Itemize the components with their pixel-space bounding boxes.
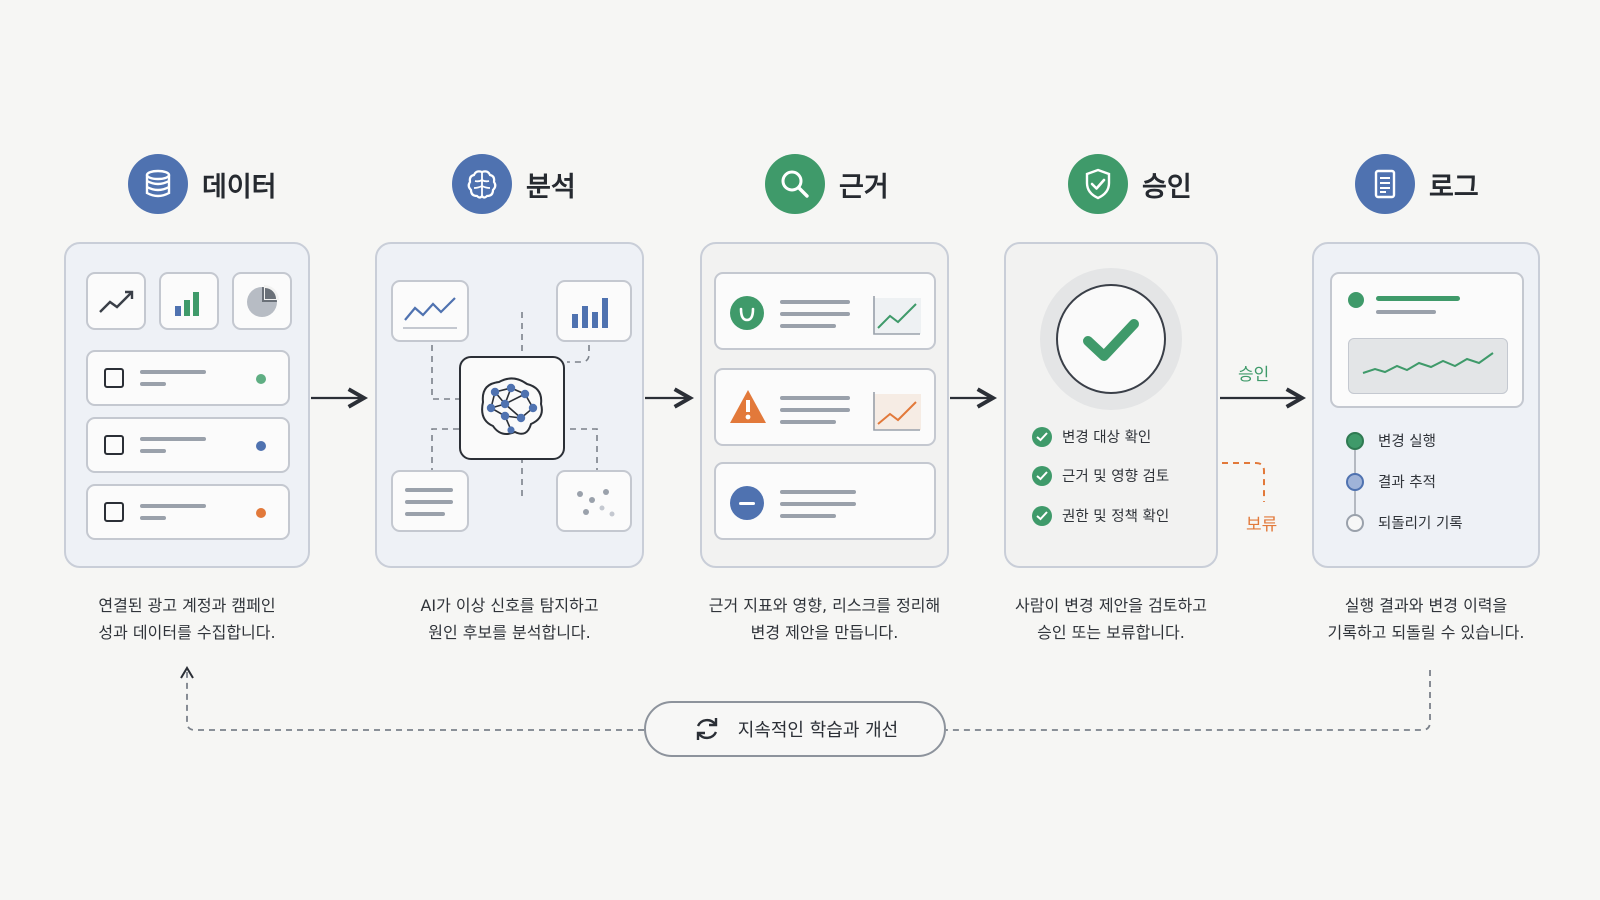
stage-header-log: 로그: [1355, 154, 1479, 214]
loop-arrowhead: [180, 666, 194, 679]
chart-tile-line: [86, 272, 146, 330]
analysis-tile-text: [391, 470, 469, 532]
panel-data: [64, 242, 310, 568]
timeline-label: 되돌리기 기록: [1378, 516, 1463, 532]
data-source-row: [86, 484, 290, 540]
search-icon: [765, 154, 825, 214]
checkbox-icon: [104, 502, 124, 522]
loop-back-connector-left: [186, 672, 644, 731]
panel-approval: 변경 대상 확인 근거 및 영향 검토 권한 및 정책 확인: [1004, 242, 1218, 568]
hold-label: 보류: [1246, 515, 1278, 535]
stage-title: 승인: [1142, 171, 1192, 203]
stage-title: 데이터: [202, 171, 277, 203]
ai-network-node: [459, 356, 565, 460]
timeline-item: 변경 실행: [1346, 430, 1436, 451]
minus-icon: [730, 486, 764, 520]
timeline-item: 결과 추적: [1346, 471, 1436, 492]
scatter-icon: [577, 489, 615, 517]
stage-header-analysis: 분석: [452, 154, 576, 214]
checkbox-icon: [104, 435, 124, 455]
checklist-label: 권한 및 정책 확인: [1062, 509, 1170, 525]
check-mark-icon: [1083, 319, 1139, 361]
checklist-label: 근거 및 영향 검토: [1062, 469, 1170, 485]
trend-icon: [99, 290, 134, 313]
chart-tile-pie: [232, 272, 292, 330]
database-icon: [128, 154, 188, 214]
checklist-item: 근거 및 영향 검토: [1032, 465, 1169, 486]
approval-badge: [1040, 268, 1182, 410]
check-circle-icon: [1032, 505, 1052, 526]
loop-label: 지속적인 학습과 개선: [737, 720, 899, 741]
warning-icon: [730, 390, 766, 423]
evidence-card-risk: [714, 368, 936, 446]
stage-header-data: 데이터: [128, 154, 277, 214]
stage-title: 근거: [839, 171, 889, 203]
log-summary-card: [1330, 272, 1524, 408]
status-dot: [1348, 292, 1364, 308]
timeline-dot: [1346, 431, 1364, 450]
status-dot: [256, 374, 266, 384]
data-source-row: [86, 350, 290, 406]
evidence-card-positive: [714, 272, 936, 350]
data-source-row: [86, 417, 290, 473]
bar-chart-icon: [572, 298, 608, 328]
trend-up-orange-icon: [873, 392, 921, 431]
timeline-label: 변경 실행: [1378, 434, 1436, 450]
log-sparkline: [1348, 338, 1508, 394]
checklist-item: 권한 및 정책 확인: [1032, 505, 1169, 526]
checkbox-icon: [104, 368, 124, 388]
evidence-card-neutral: [714, 462, 936, 540]
analysis-tile-bar: [556, 280, 632, 342]
analysis-connectors: [431, 312, 598, 496]
bar-chart-icon: [175, 292, 199, 316]
status-dot: [256, 441, 266, 451]
timeline-label: 결과 추적: [1378, 475, 1436, 491]
loop-back-connector: [946, 670, 1431, 731]
chart-tile-bar: [159, 272, 219, 330]
analysis-tile-scatter: [556, 470, 632, 532]
panel-log: 변경 실행 결과 추적 되돌리기 기록: [1312, 242, 1540, 568]
timeline-dot: [1346, 472, 1364, 491]
refresh-icon: [696, 718, 717, 740]
panel-analysis: [375, 242, 644, 568]
status-dot: [256, 508, 266, 518]
stage-title: 분석: [526, 171, 576, 203]
approve-label: 승인: [1238, 365, 1270, 385]
timeline-dot: [1346, 513, 1364, 532]
checklist-label: 변경 대상 확인: [1062, 430, 1152, 446]
hold-branch-connector: [1222, 462, 1265, 502]
trend-up-green-icon: [873, 296, 921, 335]
continuous-improvement-loop: 지속적인 학습과 개선: [644, 701, 946, 757]
check-circle-icon: [1032, 426, 1052, 447]
document-icon: [1355, 154, 1415, 214]
gauge-ok-icon: [730, 296, 764, 330]
stage-header-evidence: 근거: [765, 154, 889, 214]
line-chart-icon: [403, 297, 457, 329]
neural-network-icon: [481, 377, 543, 435]
stage-header-approval: 승인: [1068, 154, 1192, 214]
check-circle-icon: [1032, 465, 1052, 486]
analysis-tile-line: [391, 280, 469, 342]
timeline-item: 되돌리기 기록: [1346, 512, 1463, 533]
checklist-item: 변경 대상 확인: [1032, 426, 1151, 447]
pie-chart-icon: [247, 285, 279, 317]
stage-title: 로그: [1429, 171, 1479, 203]
shield-check-icon: [1068, 154, 1128, 214]
brain-icon: [452, 154, 512, 214]
panel-evidence: [700, 242, 949, 568]
